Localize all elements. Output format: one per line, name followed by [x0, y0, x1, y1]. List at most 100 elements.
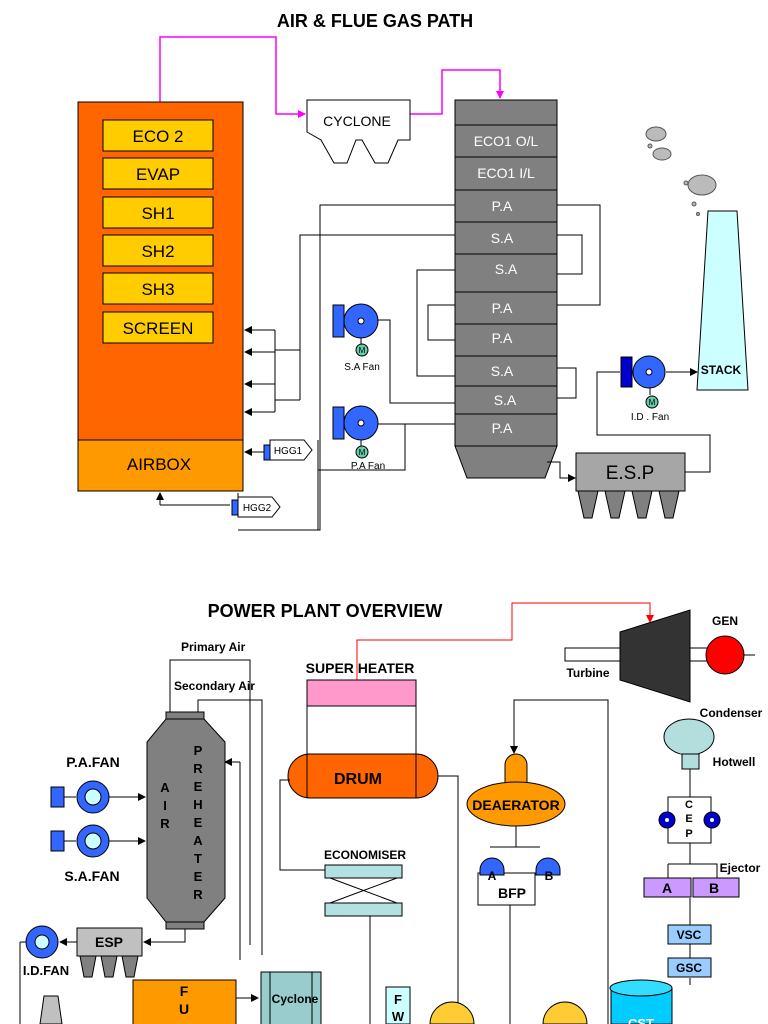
gen-label: GEN [712, 614, 738, 628]
aph-letter-5: E [194, 815, 203, 830]
cep: C E P [658, 796, 721, 844]
cst: CST [609, 979, 673, 1024]
turbine: Turbine [564, 609, 755, 703]
section-eco1-ol: ECO1 O/L [474, 133, 539, 149]
aph-letter-a: A [160, 780, 170, 795]
airbox [77, 439, 244, 492]
coil-sh2 [102, 234, 214, 267]
pa-fan: M P.A Fan [332, 405, 385, 472]
bfp: A B BFP [477, 857, 561, 906]
coil-evap-label: EVAP [136, 165, 180, 184]
id-fan: M I.D . Fan [620, 355, 669, 423]
deaerator-lines [490, 699, 609, 1024]
cyclone2: Cyclone [236, 971, 322, 1024]
deaerator: DEAERATOR [466, 753, 566, 827]
airbox-label: AIRBOX [127, 455, 191, 474]
stack-label: STACK [701, 363, 742, 377]
furnace2-letter-1: F [180, 983, 189, 999]
main-steam-line [356, 602, 654, 680]
section-pa-4: P.A [492, 420, 513, 436]
condensate-lines [667, 843, 718, 985]
vsc: VSC [667, 924, 712, 945]
aph-letter-9: R [193, 887, 203, 902]
pa-fan-label: P.A Fan [351, 461, 385, 472]
sa-fan-motor: M [359, 346, 366, 355]
flue-gas-lines [159, 36, 504, 118]
ejector: A B [643, 877, 740, 898]
id-fan2 [19, 925, 59, 1024]
air-duct-lines [156, 204, 711, 531]
furnace [77, 101, 244, 441]
hgg2: HGG2 [231, 496, 281, 518]
section-eco1-il: ECO1 I/L [477, 165, 535, 181]
esp2: ESP [59, 927, 186, 978]
coil-screen [102, 311, 214, 344]
coil-eco2-label: ECO 2 [132, 127, 183, 146]
generator: GEN [705, 614, 745, 675]
coil-sh1 [102, 196, 214, 229]
economiser: ECONOMISER [324, 848, 406, 1024]
id-fan-motor: M [649, 398, 656, 407]
gsc-label: GSC [676, 961, 702, 975]
aph-letter-8: E [194, 869, 203, 884]
air-preheater: A I R P R E H E A T E R [146, 711, 226, 930]
cep-letter-c: C [685, 799, 693, 811]
bfp-label: BFP [498, 885, 526, 901]
coil-sh3-label: SH3 [141, 280, 174, 299]
sa-fan2-label: S.A.FAN [64, 868, 119, 884]
backpass-column: ECO1 O/L ECO1 I/L P.A S.A S.A P.A P.A S.… [454, 99, 558, 479]
cyclone-label: CYCLONE [323, 113, 391, 129]
hgg1-label: HGG1 [274, 446, 303, 457]
aph-letter-1: P [194, 743, 203, 758]
hp-heater-icon [429, 1001, 475, 1024]
sa-fan-label: S.A Fan [344, 362, 380, 373]
fw-box: F W [385, 986, 411, 1024]
hgg1: HGG1 [244, 439, 313, 461]
furnace2-letter-2: U [179, 1001, 189, 1017]
cep-letter-p: P [685, 828, 692, 840]
ejector-b: B [709, 880, 719, 896]
fw-letter-1: F [394, 992, 402, 1007]
drum-label: DRUM [334, 771, 382, 788]
aph-letter-3: E [194, 779, 203, 794]
sa-fan: M S.A Fan [332, 303, 380, 373]
pa-fan2-label: P.A.FAN [66, 754, 119, 770]
bfp-pump-b: B [545, 869, 554, 883]
cep-letter-e: E [685, 813, 692, 825]
id-fan2-label: I.D.FAN [23, 963, 69, 978]
primary-air-label: Primary Air [181, 640, 246, 654]
pa-fan-motor: M [359, 448, 366, 457]
cyclone2-label: Cyclone [272, 992, 319, 1006]
cyclone: CYCLONE [306, 99, 411, 164]
aph-letter-2: R [193, 761, 203, 776]
drum-lines [279, 775, 459, 1024]
economiser-label: ECONOMISER [324, 848, 406, 862]
coil-sh1-label: SH1 [141, 204, 174, 223]
coil-sh3 [102, 272, 214, 305]
super-heater-label: SUPER HEATER [306, 660, 415, 676]
section-sa-1: S.A [491, 230, 514, 246]
turbine-label: Turbine [566, 666, 609, 680]
esp: E.S.P [575, 452, 686, 519]
coil-screen-label: SCREEN [123, 319, 194, 338]
drum: DRUM [287, 753, 439, 799]
furnace-coils: ECO 2 EVAP SH1 SH2 SH3 SCREEN [102, 119, 214, 344]
ejector-label: Ejector [720, 861, 761, 875]
ejector-a: A [662, 880, 672, 896]
section-pa-1: P.A [492, 198, 513, 214]
coil-evap [102, 157, 214, 190]
smoke-icon [645, 126, 717, 216]
power-plant-diagram: POWER PLANT OVERVIEW Primary Air Seconda… [19, 601, 763, 1024]
furnace2: F U [132, 979, 237, 1024]
gsc: GSC [667, 957, 712, 978]
coil-eco2 [102, 119, 214, 152]
coil-sh2-label: SH2 [141, 242, 174, 261]
condenser [663, 718, 715, 770]
sa-fan2 [50, 824, 146, 858]
bfp-pump-a: A [488, 869, 497, 883]
secondary-air-label: Secondary Air [174, 679, 255, 693]
pa-fan2 [50, 780, 146, 814]
condenser-label: Condenser [700, 706, 763, 720]
section-pa-3: P.A [492, 330, 513, 346]
